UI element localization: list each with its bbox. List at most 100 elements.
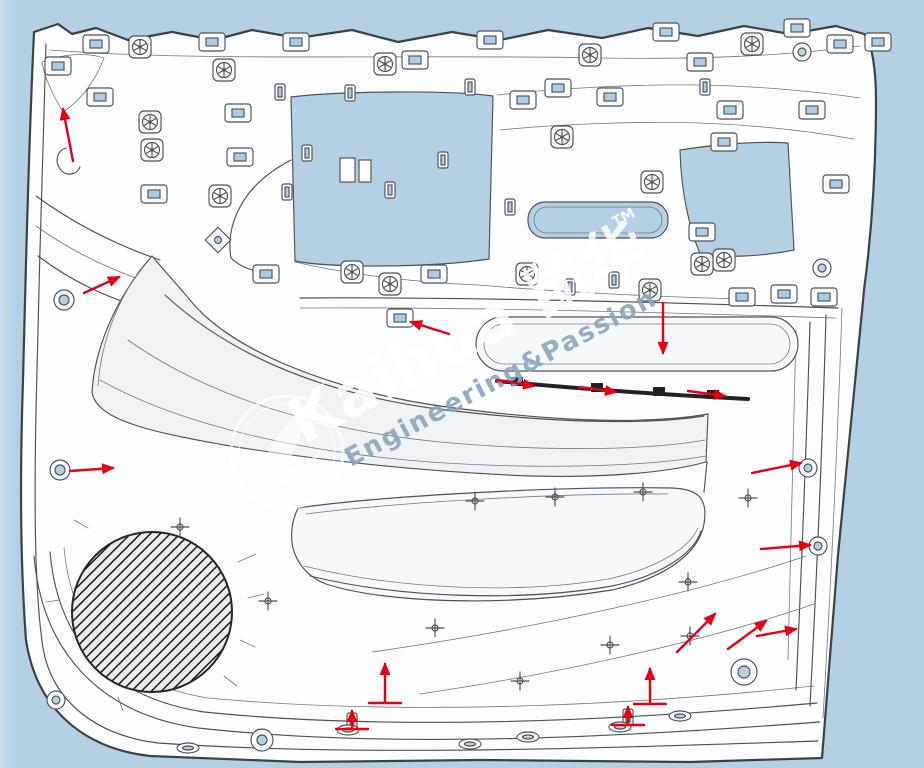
clip-square-inner — [233, 152, 247, 162]
locator-cross-ring — [684, 578, 692, 586]
top-inner-line — [49, 45, 861, 59]
right-contour-1 — [787, 329, 797, 661]
watermark-logo — [229, 394, 345, 510]
armrest-line-1 — [164, 294, 705, 423]
fastener-arrow — [577, 385, 618, 396]
locator-cross-ring — [516, 677, 524, 685]
clip-slot-inner — [347, 87, 353, 99]
clip-square-inner — [147, 189, 161, 199]
handle-cutout-inner — [533, 206, 663, 234]
fastener-arrow — [726, 619, 768, 651]
clip-slot-inner — [440, 154, 446, 166]
clip-square-inner — [205, 37, 219, 47]
clip-square-inner — [603, 92, 617, 102]
locator-cross-ring — [431, 624, 439, 632]
clip-star-center — [560, 135, 564, 139]
mirror-sail-panel — [41, 54, 105, 113]
locator-cross-ring — [471, 497, 479, 505]
fastener-arrow — [750, 459, 803, 475]
fastener-arrow — [675, 612, 717, 654]
fastener-arrow — [495, 378, 536, 390]
clip-square-inner — [408, 55, 422, 65]
clip-square-inner — [483, 35, 497, 45]
armrest-pocket-joint — [703, 461, 708, 493]
grommet-inner — [256, 734, 268, 746]
opening-left-rib — [229, 159, 292, 274]
grommet-inner — [803, 463, 813, 473]
clip-square-inner — [717, 137, 731, 147]
grommet-inner — [51, 695, 61, 705]
clip-square-inner — [805, 105, 819, 115]
lower-crease-2 — [419, 603, 815, 695]
clip-star-center — [525, 272, 529, 276]
locator-cross-ring — [606, 641, 614, 649]
clip-star-center — [350, 270, 354, 274]
grommet-inner — [58, 294, 70, 306]
clip-star-center — [650, 180, 654, 184]
clip-square-inner — [231, 108, 245, 118]
speaker-hatched-circle — [71, 531, 233, 693]
clip-slot-inner — [702, 81, 708, 93]
clip-star-center — [150, 148, 154, 152]
panel-body — [19, 22, 878, 764]
clip-star-center — [222, 68, 226, 72]
locator-cross-ring — [176, 523, 184, 531]
clip-square-inner — [289, 37, 303, 47]
fastener-arrow — [409, 320, 451, 336]
seal-clip — [653, 387, 665, 396]
clip-star-center — [750, 42, 754, 46]
drain-slot-inner — [521, 734, 535, 740]
clip-star-center — [148, 120, 152, 124]
clip-square-inner — [259, 269, 273, 279]
clip-slot-inner — [611, 274, 617, 286]
clip-slot-inner — [277, 86, 283, 98]
clip-square-inner — [817, 292, 831, 302]
armrest-recess — [475, 316, 799, 372]
clip-square-inner — [659, 27, 673, 37]
clip-square-inner — [51, 61, 65, 71]
clip-square-inner — [551, 83, 565, 93]
armrest-left-end — [97, 269, 141, 387]
grommet-inner — [54, 464, 66, 476]
wire-hook — [56, 147, 81, 175]
switch-panel-cutout — [290, 91, 494, 267]
fastener-arrow — [59, 107, 75, 163]
cutout-tab-1 — [339, 157, 356, 183]
cutout-tab-2 — [358, 159, 372, 183]
clip-square-inner — [427, 269, 441, 279]
fastener-arrow — [759, 540, 812, 552]
pocket-rib-2 — [303, 527, 699, 589]
armrest-line-3 — [99, 379, 707, 467]
map-pocket — [291, 487, 706, 602]
clip-square-inner — [723, 105, 737, 115]
clip-diamond-inner — [213, 235, 223, 245]
clip-square-inner — [516, 95, 530, 105]
locator-cross-ring — [639, 488, 647, 496]
clip-slot-inner — [467, 81, 473, 93]
clip-square-inner — [89, 39, 103, 49]
clip-square-inner — [833, 39, 847, 49]
grommet-inner — [737, 665, 751, 679]
clip-slot-inner — [387, 184, 393, 196]
grommet-inner — [813, 541, 823, 551]
clip-square-inner — [93, 92, 107, 102]
armrest-recess-inner — [483, 323, 791, 365]
clip-star-center — [722, 258, 726, 262]
handle-cutout — [527, 201, 669, 239]
clip-star-center — [388, 282, 392, 286]
right-contour-2 — [795, 321, 811, 691]
clip-square-inner — [693, 57, 707, 67]
pocket-top-line — [305, 493, 669, 515]
speaker-grille — [71, 531, 233, 693]
armrest-line-2 — [127, 339, 706, 449]
clip-slot-inner — [507, 201, 513, 213]
right-contour-3 — [809, 314, 827, 707]
clip-square-inner — [735, 292, 749, 302]
clip-slot-inner — [567, 281, 573, 293]
fastener-arrow — [686, 389, 727, 400]
speaker-scratch-marks — [45, 519, 265, 712]
pocket-rib-1 — [309, 530, 702, 597]
lower-crease-1 — [371, 555, 807, 653]
clip-star-center — [700, 262, 704, 266]
